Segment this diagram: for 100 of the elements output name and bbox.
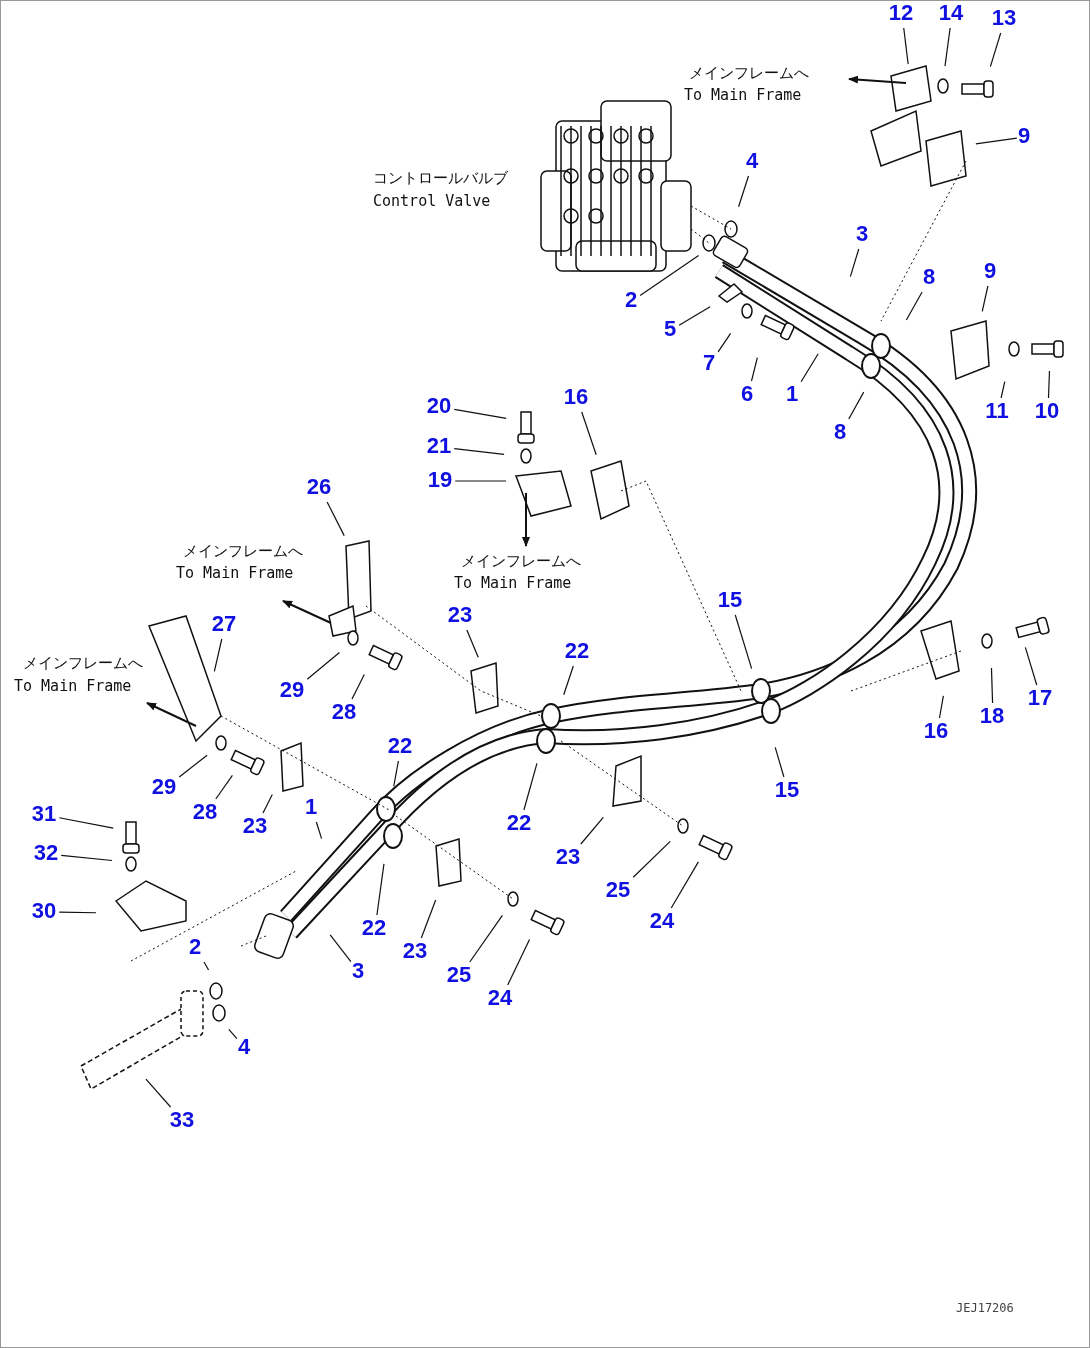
leader-line <box>315 821 323 840</box>
callout-number: 2 <box>188 935 202 959</box>
callout-number: 27 <box>211 612 237 636</box>
callout-number: 9 <box>983 259 997 283</box>
callout-number: 10 <box>1034 399 1060 423</box>
callout-number: 12 <box>888 1 914 25</box>
leader-line <box>738 175 750 208</box>
leader-line <box>1000 381 1006 399</box>
leader-line <box>453 448 505 455</box>
leader-line <box>215 774 233 800</box>
callout-number: 3 <box>855 222 869 246</box>
callout-number: 4 <box>745 149 759 173</box>
callout-number: 24 <box>649 909 675 933</box>
callout-number: 23 <box>402 939 428 963</box>
callout-number: 8 <box>922 265 936 289</box>
leader-line <box>145 1078 172 1108</box>
callout-number: 15 <box>774 778 800 802</box>
leader-line <box>393 760 399 787</box>
note-text: コントロールバルブ <box>373 168 508 189</box>
leader-line <box>849 248 860 278</box>
callout-number: 2 <box>624 288 638 312</box>
callout-number: 26 <box>306 475 332 499</box>
leader-line <box>1047 370 1051 399</box>
callout-number: 3 <box>351 959 365 983</box>
callout-number: 9 <box>1017 124 1031 148</box>
callout-number: 22 <box>506 811 532 835</box>
leader-line <box>203 961 210 971</box>
leader-line <box>975 137 1018 145</box>
callout-number: 29 <box>151 775 177 799</box>
callout-number: 16 <box>563 385 589 409</box>
callout-number: 23 <box>555 845 581 869</box>
callout-number: 25 <box>605 878 631 902</box>
leader-line <box>938 695 944 719</box>
callout-number: 33 <box>169 1108 195 1132</box>
callout-number: 5 <box>663 317 677 341</box>
callout-number: 6 <box>740 382 754 406</box>
leader-line <box>376 863 385 916</box>
callout-number: 13 <box>991 6 1017 30</box>
callout-number: 11 <box>985 399 1009 423</box>
leader-line <box>639 254 700 297</box>
callout-number: 4 <box>237 1035 251 1059</box>
leader-line <box>903 27 909 65</box>
leader-line <box>523 762 538 811</box>
leader-line <box>734 614 753 670</box>
callout-number: 22 <box>564 639 590 663</box>
leader-line <box>329 934 352 963</box>
leader-line <box>420 899 437 939</box>
callout-number: 1 <box>304 795 318 819</box>
leader-line <box>848 391 865 420</box>
callout-number: 16 <box>923 719 949 743</box>
leader-line <box>58 817 114 829</box>
leader-line <box>905 291 923 321</box>
callout-number: 15 <box>717 588 743 612</box>
leader-line <box>670 861 699 909</box>
callout-number: 23 <box>242 814 268 838</box>
leader-line <box>178 754 208 778</box>
callout-number: 22 <box>387 734 413 758</box>
callout-number: 18 <box>979 704 1005 728</box>
callout-number: 32 <box>33 841 59 865</box>
note-text: メインフレームへ <box>183 541 303 562</box>
note-text: Control Valve <box>373 191 491 212</box>
leader-line <box>563 665 574 696</box>
callout-number: 7 <box>702 351 716 375</box>
leader-line <box>774 746 785 778</box>
leader-line <box>981 285 989 312</box>
callout-number: 25 <box>446 963 472 987</box>
leader-line <box>750 356 758 382</box>
leader-line <box>60 854 113 862</box>
note-text: メインフレームへ <box>23 653 143 674</box>
callout-number: 21 <box>426 434 452 458</box>
callout-number: 28 <box>192 800 218 824</box>
callout-number: 17 <box>1027 686 1053 710</box>
leader-line <box>454 480 507 482</box>
callout-number: 8 <box>833 420 847 444</box>
leader-line <box>678 306 711 326</box>
callout-number: 31 <box>31 802 57 826</box>
leader-line <box>58 911 97 914</box>
leader-line <box>1024 646 1038 686</box>
note-text: メインフレームへ <box>689 63 809 84</box>
callout-number: 14 <box>938 1 964 25</box>
leader-line <box>228 1028 238 1040</box>
leader-line <box>469 914 503 963</box>
leader-line <box>326 501 345 537</box>
leader-line <box>466 629 479 658</box>
leader-line <box>306 651 341 680</box>
callout-number: 22 <box>361 916 387 940</box>
leader-line <box>262 793 273 814</box>
leader-line <box>581 411 597 456</box>
callout-number: 1 <box>785 382 799 406</box>
callout-number: 28 <box>331 700 357 724</box>
leader-line <box>580 816 604 845</box>
leader-line <box>632 840 671 878</box>
note-text: To Main Frame <box>454 573 572 594</box>
callout-number: 29 <box>279 678 305 702</box>
leader-line <box>990 667 994 704</box>
callout-number: 19 <box>427 468 453 492</box>
leader-line <box>944 27 951 67</box>
leader-line <box>213 638 223 672</box>
note-text: To Main Frame <box>684 85 802 106</box>
leader-line <box>989 32 1002 68</box>
